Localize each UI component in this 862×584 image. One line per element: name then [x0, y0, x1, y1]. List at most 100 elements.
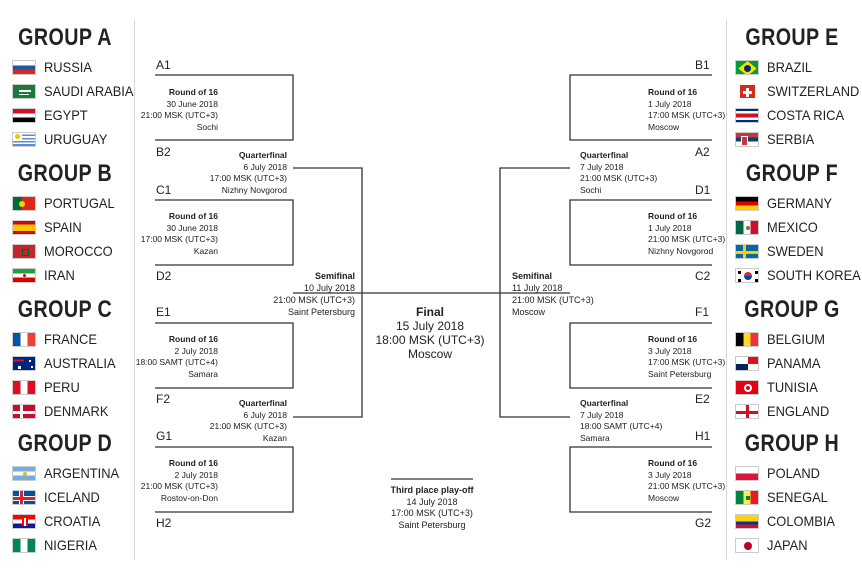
match-date: 2 July 2018	[174, 345, 218, 356]
bracket-line-qf-right-1	[499, 167, 570, 293]
team-row: URUGUAY	[12, 129, 113, 149]
team-row: POLAND	[735, 463, 825, 483]
brazil-flag-icon	[735, 59, 759, 75]
australia-flag-icon	[12, 355, 36, 371]
match-venue: Moscow	[648, 121, 680, 132]
team-name: PANAMA	[767, 355, 821, 371]
match-title: Quarterfinal	[580, 150, 629, 160]
match-title: Round of 16	[168, 211, 218, 221]
slot-label: F1	[695, 305, 710, 319]
bracket-line-r16-left-2	[155, 199, 294, 266]
iceland-flag-icon	[12, 489, 36, 505]
team-name: SERBIA	[767, 131, 815, 147]
match-venue: Kazan	[262, 432, 287, 443]
team-name: RUSSIA	[44, 59, 92, 75]
match-venue: Saint Petersburg	[287, 307, 355, 317]
right-divider	[726, 20, 727, 560]
match-info-sf-left: Semifinal 10 July 2018 21:00 MSK (UTC+3)…	[273, 270, 355, 318]
team-name: BELGIUM	[767, 331, 825, 347]
match-venue: Sochi	[580, 184, 602, 195]
team-name: SWEDEN	[767, 243, 824, 259]
team-row: SENEGAL	[735, 487, 833, 507]
group-title: GROUP G	[744, 296, 840, 323]
team-row: ARGENTINA	[12, 463, 126, 483]
slot-label: D1	[695, 183, 711, 197]
team-name: MEXICO	[767, 219, 818, 235]
team-name: FRANCE	[44, 331, 97, 347]
bracket-line-r16-right-3	[569, 322, 712, 389]
bracket-line-r16-right-2	[569, 199, 712, 266]
team-name: SPAIN	[44, 219, 82, 235]
team-row: CROATIA	[12, 511, 105, 531]
match-venue: Saint Petersburg	[398, 519, 466, 530]
team-name: TUNISIA	[767, 379, 818, 395]
team-name: COLOMBIA	[767, 513, 835, 529]
match-info-r16-right-1: Round of 16 1 July 2018 17:00 MSK (UTC+3…	[648, 87, 725, 133]
team-row: FRANCE	[12, 329, 102, 349]
bracket-line-qf-right-2	[499, 293, 570, 418]
bracket-line-r16-left-3	[155, 322, 294, 389]
iran-flag-icon	[12, 267, 36, 283]
match-title: Quarterfinal	[580, 398, 629, 408]
match-date: 3 July 2018	[648, 345, 692, 356]
team-row: SOUTH KOREA	[735, 265, 862, 285]
team-row: ICELAND	[12, 487, 105, 507]
team-name: URUGUAY	[44, 131, 108, 147]
bracket-line-r16-right-1	[569, 74, 712, 141]
match-info-r16-left-1: Round of 16 30 June 2018 21:00 MSK (UTC+…	[141, 87, 218, 133]
match-title: Quarterfinal	[238, 398, 287, 408]
match-venue: Moscow	[407, 347, 452, 361]
team-row: SWITZERLAND	[735, 81, 862, 101]
team-row: PANAMA	[735, 353, 825, 373]
bracket-line-r16-left-1	[155, 74, 294, 141]
team-name: POLAND	[767, 465, 820, 481]
group-title: GROUP B	[17, 160, 113, 187]
match-info-r16-right-2: Round of 16 1 July 2018 21:00 MSK (UTC+3…	[648, 211, 725, 257]
match-time: 18:00 MSK (UTC+3)	[375, 333, 485, 347]
match-title: Round of 16	[168, 334, 218, 344]
match-info-r16-left-2: Round of 16 30 June 2018 17:00 MSK (UTC+…	[141, 211, 218, 257]
team-name: PORTUGAL	[44, 195, 115, 211]
costa-rica-flag-icon	[735, 107, 759, 123]
germany-flag-icon	[735, 195, 759, 211]
group-title: GROUP H	[744, 430, 840, 457]
group-title: GROUP E	[745, 24, 839, 51]
match-date: 6 July 2018	[243, 161, 287, 172]
match-title: Semifinal	[512, 271, 553, 281]
team-row: GERMANY	[735, 193, 838, 213]
match-time: 17:00 MSK (UTC+3)	[648, 110, 726, 120]
team-name: SOUTH KOREA	[767, 267, 861, 283]
bracket-line-qf-left-1	[293, 167, 363, 293]
match-venue: Kazan	[193, 245, 218, 256]
slot-label: H2	[156, 516, 172, 530]
team-row: BRAZIL	[735, 57, 816, 77]
slot-label: A1	[156, 58, 171, 72]
poland-flag-icon	[735, 465, 759, 481]
match-date: 1 July 2018	[648, 222, 692, 233]
match-info-third-place: Third place play-off 14 July 2018 17:00 …	[372, 485, 492, 531]
team-name: CROATIA	[44, 513, 101, 529]
team-name: ARGENTINA	[44, 465, 120, 481]
serbia-flag-icon	[735, 131, 759, 147]
slot-label: C2	[695, 269, 711, 283]
match-date: 10 July 2018	[303, 283, 355, 293]
match-info-r16-left-4: Round of 16 2 July 2018 21:00 MSK (UTC+3…	[141, 458, 218, 504]
group-title: GROUP C	[17, 296, 113, 323]
slot-label: D2	[156, 269, 172, 283]
switzerland-flag-icon	[735, 83, 759, 99]
portugal-flag-icon	[12, 195, 36, 211]
match-date: 2 July 2018	[174, 469, 218, 480]
team-row: BELGIUM	[735, 329, 830, 349]
match-venue: Samara	[580, 432, 610, 443]
match-title: Round of 16	[168, 87, 218, 97]
slot-label: C1	[156, 183, 172, 197]
team-row: SERBIA	[735, 129, 818, 149]
peru-flag-icon	[12, 379, 36, 395]
sweden-flag-icon	[735, 243, 759, 259]
match-info-final: Final 15 July 2018 18:00 MSK (UTC+3) Mos…	[360, 305, 500, 361]
match-venue: Sochi	[196, 121, 218, 132]
croatia-flag-icon	[12, 513, 36, 529]
match-venue: Rostov-on-Don	[160, 492, 218, 503]
group-title: GROUP D	[17, 430, 113, 457]
